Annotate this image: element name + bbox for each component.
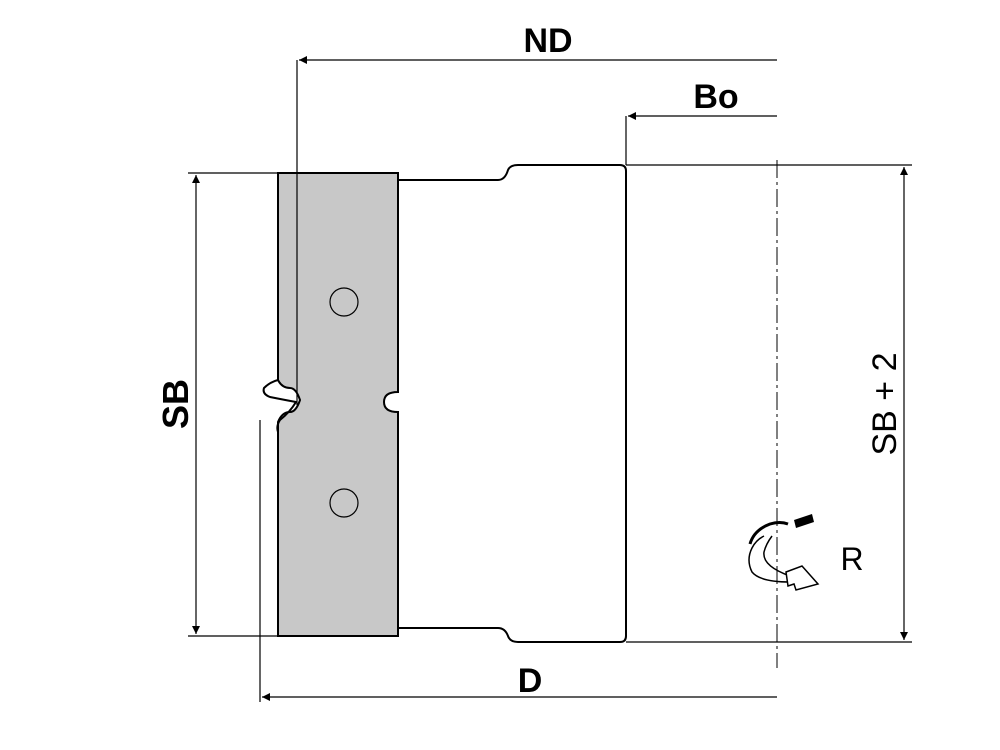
rotation-direction-arrow-icon	[748, 514, 820, 591]
label-sb: SB	[155, 379, 196, 429]
label-sb-plus-2: SB + 2	[866, 352, 904, 455]
screw-hole-lower	[329, 488, 359, 518]
blade-insert	[277, 172, 399, 637]
label-r: R	[840, 541, 863, 577]
label-nd: ND	[523, 22, 572, 60]
label-bo: Bo	[693, 78, 738, 116]
cutter-body-outline	[398, 164, 627, 643]
blade-profile-edge	[262, 379, 298, 433]
label-d: D	[518, 662, 543, 700]
screw-hole-upper	[329, 287, 359, 317]
